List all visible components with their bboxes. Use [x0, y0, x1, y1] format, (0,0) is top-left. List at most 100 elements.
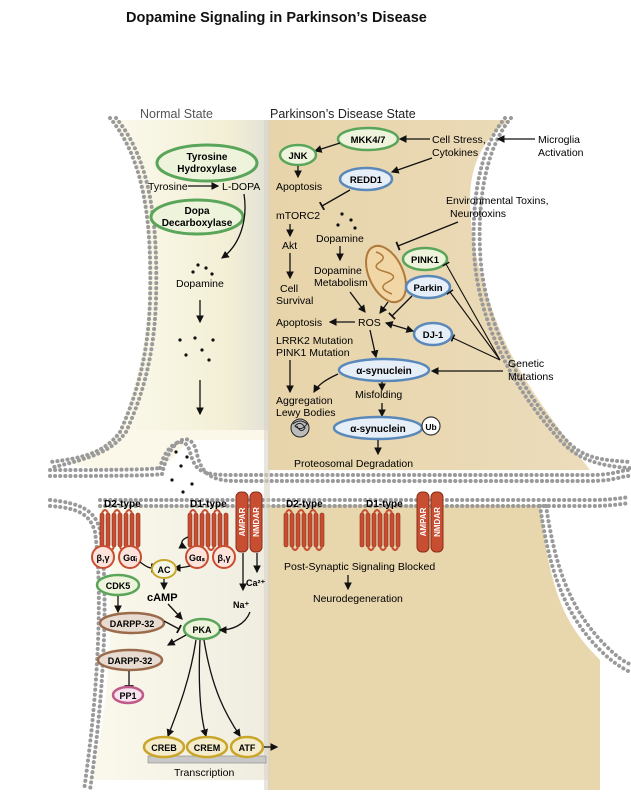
svg-text:PINK1: PINK1 — [411, 255, 440, 266]
tyrosine-hydroxylase-node: Tyrosine Hydroxylase — [155, 143, 259, 183]
svg-text:PP1: PP1 — [119, 691, 136, 701]
genetic-mutations-label-2: Mutations — [508, 371, 554, 383]
pink1-node: PINK1 — [401, 246, 449, 272]
mitochondrion-icon — [365, 244, 407, 304]
svg-text:MKK4/7: MKK4/7 — [351, 135, 386, 146]
membrane — [48, 116, 631, 792]
akt-label: Akt — [282, 240, 297, 252]
cell-stress-label-1: Cell Stress, — [432, 134, 486, 146]
svg-text:β,γ: β,γ — [218, 553, 231, 563]
creb-node: CREB — [142, 735, 186, 759]
arrow-pka-darpp — [166, 634, 187, 646]
ampar-label-normal: AMPAR — [238, 507, 247, 536]
ampar-nmdar-channel-pd: AMPAR NMDAR — [416, 491, 444, 553]
lewy-body-icon — [290, 418, 310, 438]
ampar-nmdar-channel-normal: AMPAR NMDAR — [235, 491, 263, 553]
parkin-node: Parkin — [404, 274, 452, 300]
microglia-label-1: Microglia — [538, 134, 580, 146]
ac-node: AC — [151, 559, 177, 579]
na-label: Na⁺ — [233, 600, 250, 610]
svg-text:DARPP-32: DARPP-32 — [110, 619, 155, 629]
svg-text:REDD1: REDD1 — [350, 175, 383, 186]
genetic-mutation-lines — [442, 261, 501, 361]
transcription-label: Transcription — [174, 767, 234, 779]
arrow-ros-asyn — [369, 329, 379, 359]
genetic-mutations-label-1: Genetic — [508, 358, 544, 370]
beta-gamma-d1-node: β,γ — [212, 545, 236, 569]
nmdar-label-pd: NMDAR — [433, 507, 442, 537]
env-toxins-label-2: Neurotoxins — [450, 208, 506, 220]
apoptosis-label-1: Apoptosis — [276, 181, 322, 193]
dopamine-label-pd: Dopamine — [316, 233, 364, 245]
env-toxins-label-1: Environmental Toxins, — [446, 195, 549, 207]
arrow-dj1-ros — [384, 321, 415, 333]
alpha-synuclein-node-1: α-synuclein — [337, 357, 431, 383]
svg-text:CREB: CREB — [151, 743, 177, 753]
dopa-decarboxylase-label-1: Dopa — [185, 206, 210, 217]
dopa-decarboxylase-node: Dopa Decarboxylase — [149, 198, 245, 236]
svg-text:β,γ: β,γ — [97, 553, 110, 563]
cell-survival-label-1: Cell — [280, 283, 298, 295]
signaling-blocked-label: Post-Synaptic Signaling Blocked — [284, 561, 435, 573]
pka-node: PKA — [182, 617, 222, 641]
svg-text:DJ-1: DJ-1 — [423, 330, 444, 341]
postsynaptic-normal — [92, 505, 268, 780]
d2-receptor-normal — [99, 509, 141, 551]
svg-text:PKA: PKA — [192, 625, 212, 635]
d1-type-label-pd: D1-type — [366, 499, 403, 510]
d2-type-label-pd: D2-type — [286, 499, 323, 510]
tyrosine-hydroxylase-label-1: Tyrosine — [187, 152, 228, 163]
d1-receptor-normal — [187, 509, 229, 551]
ampar-label-pd: AMPAR — [419, 507, 428, 536]
alpha-synuclein-node-2: α-synuclein — [332, 415, 424, 441]
d2-receptor-pd — [283, 509, 325, 551]
svg-text:JNK: JNK — [288, 151, 307, 162]
inhibit-toxins-mito — [395, 221, 459, 251]
dopamine-metabolism-label-2: Metabolism — [314, 277, 368, 289]
inhibit-redd1-mtorc2 — [318, 189, 351, 211]
camp-label: cAMP — [147, 592, 178, 604]
dopa-decarboxylase-label-2: Decarboxylase — [162, 218, 233, 229]
g-alpha-i-node: Gαᵢ — [118, 545, 142, 569]
pp1-node: PP1 — [111, 685, 145, 705]
svg-text:ATF: ATF — [239, 743, 256, 753]
ca-label: Ca²⁺ — [246, 578, 266, 588]
svg-text:Gαᵢ: Gαᵢ — [123, 553, 138, 563]
proteosomal-label: Proteosomal Degradation — [294, 458, 413, 470]
misfolding-label: Misfolding — [355, 389, 402, 401]
arrow-ca-pka — [218, 611, 251, 634]
svg-text:Gαₛ: Gαₛ — [189, 553, 206, 563]
cell-stress-label-2: Cytokines — [432, 147, 478, 159]
cdk5-node: CDK5 — [95, 573, 141, 597]
pka-transcription-arrows — [166, 639, 241, 738]
darpp32-node-2: DARPP-32 — [96, 648, 164, 672]
beta-gamma-d2-node: β,γ — [91, 545, 115, 569]
svg-text:α-synuclein: α-synuclein — [350, 424, 406, 435]
arrow-mkk-jnk — [313, 142, 341, 153]
svg-text:α-synuclein: α-synuclein — [356, 366, 412, 377]
svg-text:AC: AC — [158, 565, 171, 575]
dopamine-label-normal: Dopamine — [176, 278, 224, 290]
cell-survival-label-2: Survival — [276, 295, 313, 307]
microglia-label-2: Activation — [538, 147, 584, 159]
ubiquitin-node: Ub — [421, 416, 441, 436]
dj1-node: DJ-1 — [412, 321, 454, 347]
aggregation-label-2: Lewy Bodies — [276, 407, 336, 419]
d1-receptor-pd — [359, 509, 401, 551]
arrow-mito-ros — [379, 301, 389, 314]
arrow-d1-gas — [178, 536, 189, 549]
neurodegeneration-label: Neurodegeneration — [313, 593, 403, 605]
dopamine-metabolism-label-1: Dopamine — [314, 265, 362, 277]
arrow-metabolism-ros — [349, 291, 366, 313]
dopamine-dots-1 — [191, 263, 214, 276]
svg-text:Parkin: Parkin — [413, 283, 442, 294]
ldopa-label: L-DOPA — [222, 181, 260, 193]
inhibit-parkin-ros — [388, 295, 413, 320]
darpp32-node-1: DARPP-32 — [98, 611, 166, 635]
arrow-ldopa-dopamine — [221, 193, 246, 259]
aggregation-label-1: Aggregation — [276, 395, 333, 407]
svg-text:DARPP-32: DARPP-32 — [108, 656, 153, 666]
ros-label: ROS — [358, 317, 381, 329]
redd1-node: REDD1 — [338, 166, 394, 192]
d1-type-label-normal: D1-type — [190, 499, 227, 510]
